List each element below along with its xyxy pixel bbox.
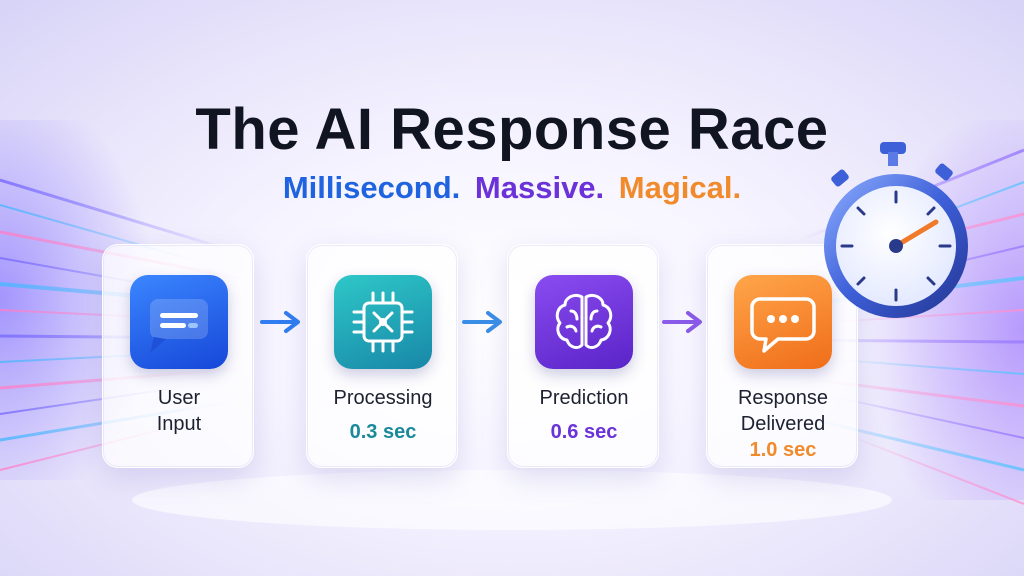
stopwatch-icon — [824, 142, 968, 318]
step-time: 0.6 sec — [550, 421, 618, 443]
step-label-line2: Delivered — [740, 413, 826, 435]
speech-bubble-dots-icon — [734, 275, 832, 369]
step-label-line1: Prediction — [539, 387, 629, 409]
step-card-prediction: Prediction 0.6 sec — [507, 244, 659, 468]
step-label-line1: Response — [737, 387, 829, 409]
processor-chip-icon — [334, 275, 432, 369]
flow-arrow-icon — [260, 311, 300, 333]
step-card-processing: Processing 0.3 sec — [306, 244, 458, 468]
step-time: 1.0 sec — [749, 439, 817, 461]
subtitle: Millisecond. Massive. Magical. — [0, 170, 1024, 206]
step-label-line1: Processing — [333, 387, 433, 409]
subtitle-millisecond: Millisecond. — [282, 170, 461, 205]
brain-icon — [535, 275, 633, 369]
step-label-line1: User — [157, 387, 201, 409]
step-card-user-input: User Input — [102, 244, 254, 468]
step-label-line2: Input — [156, 413, 202, 435]
page-title: The AI Response Race — [195, 97, 829, 162]
flow-arrow-icon — [462, 311, 502, 333]
subtitle-massive: Massive. — [474, 170, 605, 205]
step-card-response-delivered: Response Delivered 1.0 sec — [706, 244, 858, 468]
flow-arrow-icon — [662, 311, 702, 333]
subtitle-magical: Magical. — [618, 170, 742, 205]
step-time: 0.3 sec — [349, 421, 417, 443]
chat-bubble-icon — [130, 275, 228, 369]
